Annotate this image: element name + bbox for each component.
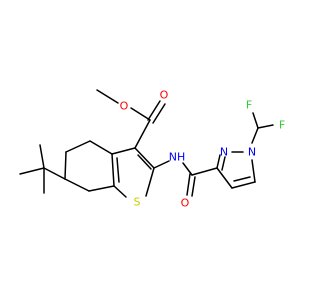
bond-c5-c6 xyxy=(64,151,67,180)
bond-carbonyl-double-b xyxy=(152,103,166,124)
bond-pz-c3-n2 xyxy=(216,154,221,169)
bond-s-c7a xyxy=(113,185,127,198)
bond-c7a-c3a xyxy=(111,153,115,187)
atom-f-top: F xyxy=(246,99,252,112)
bond-o-carbonyl-carbon xyxy=(130,107,151,121)
bond-c2-nh xyxy=(153,160,170,169)
bond-chf2-f-right xyxy=(257,124,274,129)
atom-f-right: F xyxy=(279,119,285,132)
bond-ester-c3 xyxy=(134,119,151,149)
bond-pz-n1-c5 xyxy=(251,159,256,183)
bond-quaternary-methyl-top xyxy=(39,144,45,169)
atom-n-pyrazole-1: N xyxy=(248,146,256,159)
molecule-structure-diagram: O O NH O S N N F F xyxy=(19,89,286,210)
bond-c3a-c4 xyxy=(89,140,113,155)
atom-label-layer: O O NH O S N N F F xyxy=(120,89,286,210)
bond-carbonyl-double-a xyxy=(147,100,161,121)
bond-c3-c2-double-a xyxy=(134,147,155,169)
bond-c3a-c3 xyxy=(111,147,136,155)
atom-o-amide: O xyxy=(181,197,190,210)
bond-methyl-o xyxy=(96,89,119,104)
bond-c3-c2-double-b xyxy=(137,154,152,170)
bond-layer xyxy=(19,89,274,198)
bond-c7-c7a xyxy=(88,185,115,192)
bond-amide-double-b xyxy=(191,176,196,197)
atom-o-carbonyl: O xyxy=(160,89,169,102)
bond-pz-c3-n2-inner xyxy=(221,156,226,171)
bond-nh-amide-carbon xyxy=(182,162,193,176)
bond-amide-double-a xyxy=(186,173,191,196)
atom-nh-amide: NH xyxy=(169,151,186,164)
bond-pz-c5-c4-b xyxy=(233,176,251,182)
bond-amide-pyrazole xyxy=(191,167,218,176)
bond-n1-chf2 xyxy=(251,127,259,144)
atom-n-pyrazole-2: N xyxy=(220,146,228,159)
bond-c6-quaternary xyxy=(43,167,66,180)
bond-c4-c5 xyxy=(65,140,91,153)
atom-s-thiophene: S xyxy=(134,196,141,209)
bond-c6-c7 xyxy=(64,178,90,192)
bond-chf2-f-top xyxy=(252,112,259,129)
bond-pz-c5-c4-a xyxy=(231,181,256,189)
bond-quaternary-methyl-left xyxy=(19,167,45,175)
atom-o-methoxy: O xyxy=(120,100,129,113)
bond-c2-s xyxy=(145,167,155,197)
bond-pz-c4-c3 xyxy=(216,167,233,189)
bond-c7a-c3a-inner xyxy=(116,157,120,183)
molecule-svg: O O NH O S N N F F xyxy=(19,89,286,210)
